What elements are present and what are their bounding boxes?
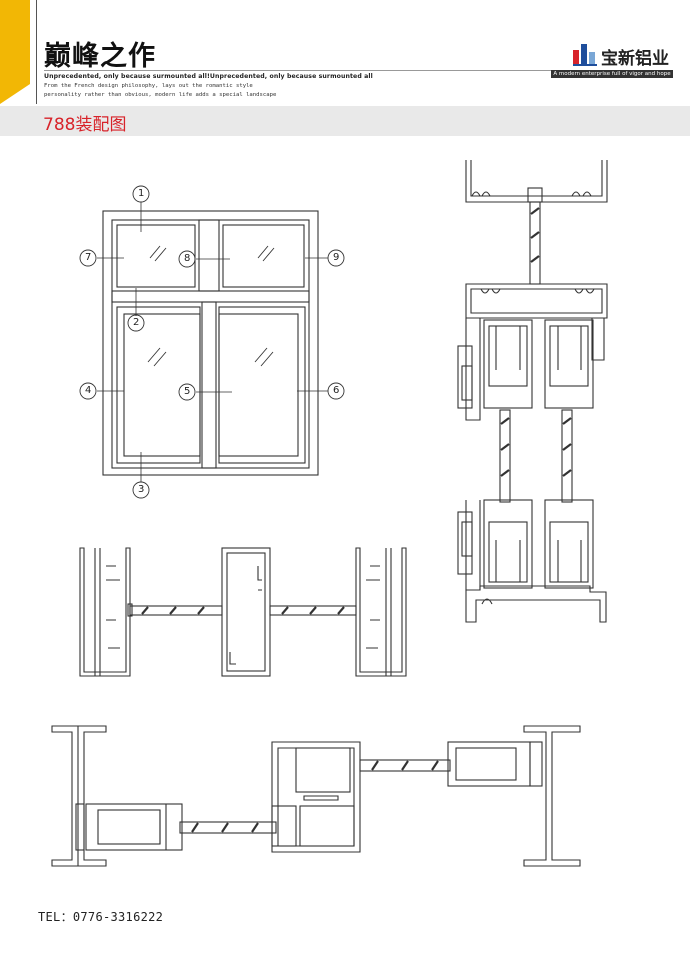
callout-2: 2	[133, 317, 140, 328]
section-band	[0, 106, 690, 136]
section-title: 788装配图	[43, 115, 127, 135]
horizontal-section-1	[79, 547, 407, 677]
callout-6: 6	[333, 385, 340, 396]
header-rule	[44, 70, 670, 71]
callout-1: 1	[138, 188, 145, 199]
callouts	[79, 185, 345, 499]
page-title: 巅峰之作	[44, 41, 156, 72]
footer-tel: TEL：0776-3316222	[38, 910, 164, 924]
corner-accent	[0, 0, 30, 104]
callout-8: 8	[184, 253, 191, 264]
brand-name: 宝新铝业	[601, 49, 669, 69]
callout-3: 3	[138, 484, 145, 495]
vertical-section	[457, 160, 608, 623]
callout-4: 4	[85, 385, 92, 396]
brand-slogan: A modern enterprise full of vigor and ho…	[551, 70, 673, 78]
tagline-line-2: personality rather than obvious, modern …	[44, 92, 277, 98]
callout-5: 5	[184, 386, 191, 397]
brand-logo-icon	[573, 44, 597, 66]
tagline-line-1: From the French design philosophy, lays …	[44, 83, 253, 89]
callout-9: 9	[333, 252, 340, 263]
tagline-bold: Unprecedented, only because surmounted a…	[44, 73, 373, 80]
callout-7: 7	[85, 252, 92, 263]
window-elevation	[97, 202, 328, 482]
horizontal-section-2	[51, 725, 581, 867]
header-divider	[36, 0, 37, 104]
